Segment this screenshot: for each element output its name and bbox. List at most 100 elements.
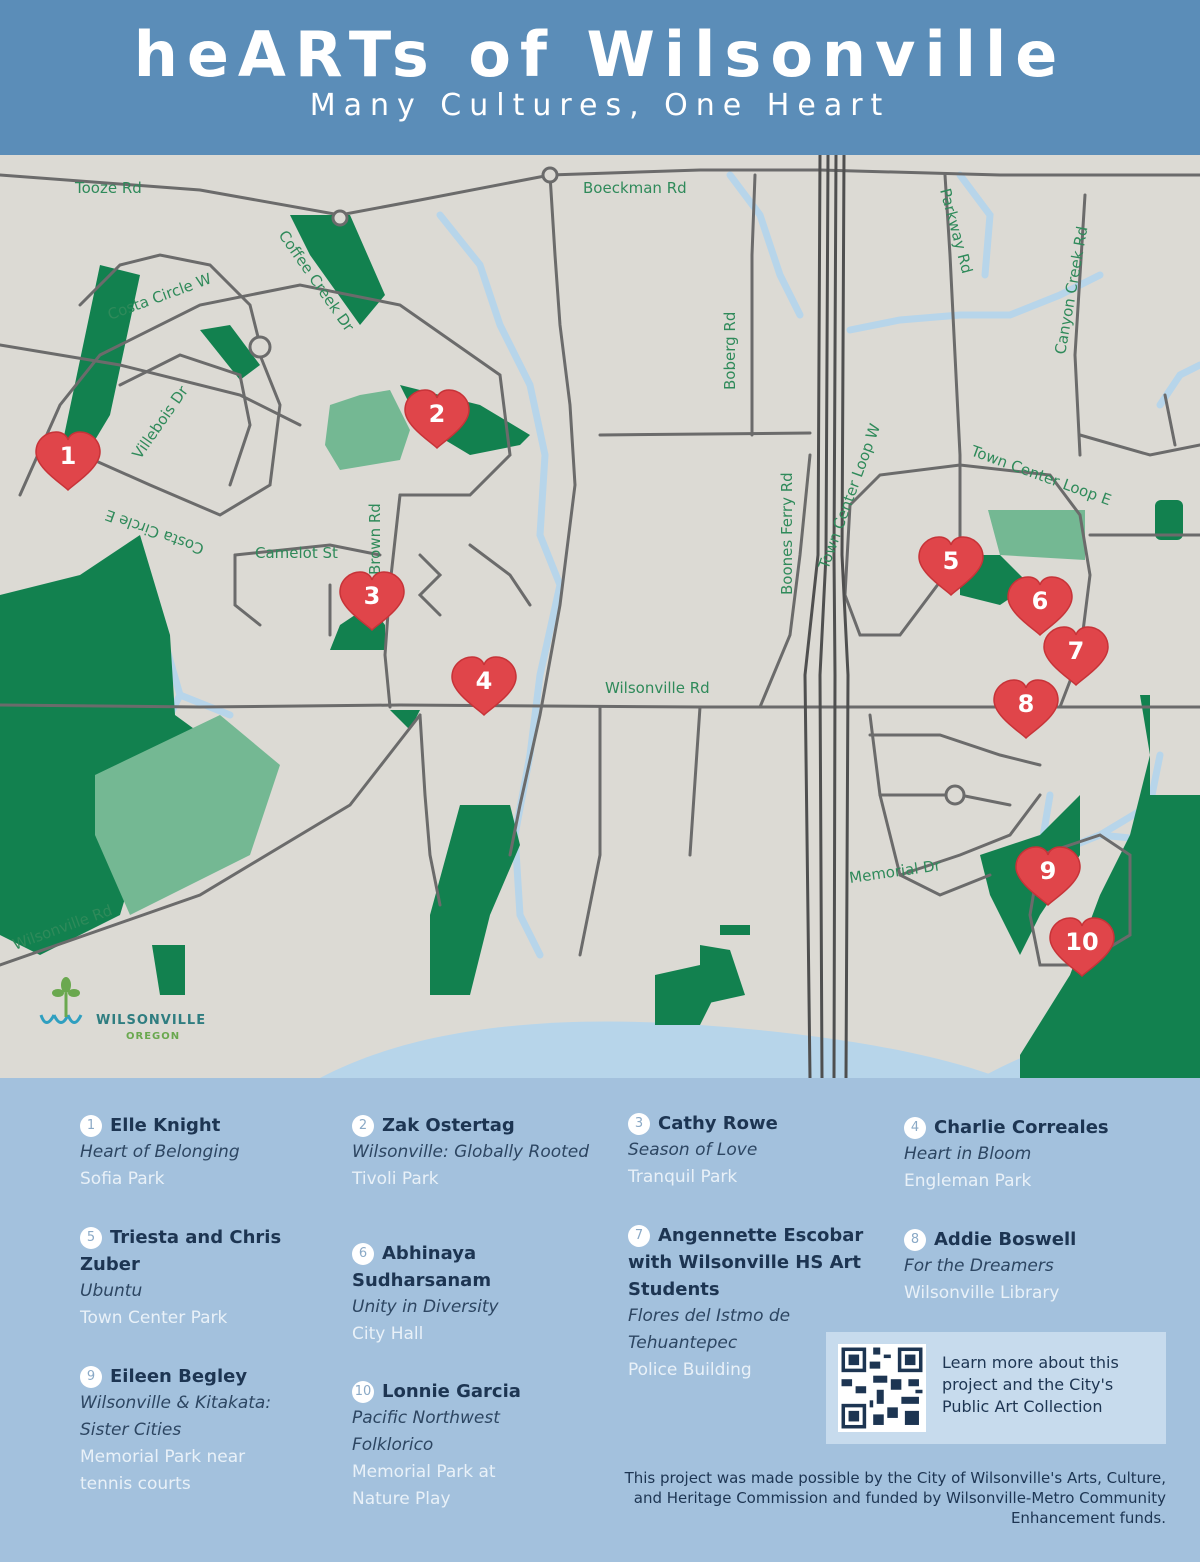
artist-name: Abhinaya Sudharsanam xyxy=(352,1243,492,1291)
heart-marker-1[interactable]: 1 xyxy=(35,431,101,491)
legend-panel: 1 Elle Knight Heart of Belonging Sofia Pa… xyxy=(0,1078,1200,1562)
artwork-location: Town Center Park xyxy=(80,1308,228,1328)
heart-number: 8 xyxy=(1018,690,1035,718)
heart-number: 2 xyxy=(429,400,446,428)
number-badge: 2 xyxy=(352,1115,374,1137)
number-badge: 7 xyxy=(628,1225,650,1247)
artwork-location: Memorial Park at Nature Play xyxy=(352,1462,496,1509)
page-title: heARTs of Wilsonville xyxy=(133,18,1067,91)
map-canvas: Tooze Rd Boeckman Rd Parkway Rd Canyon C… xyxy=(0,155,1200,1078)
parks xyxy=(0,215,1200,1078)
heart-marker-3[interactable]: 3 xyxy=(339,571,405,631)
artwork-location: City Hall xyxy=(352,1324,424,1344)
label-camelot-st: Camelot St xyxy=(255,544,338,562)
artist-name: Cathy Rowe xyxy=(658,1113,778,1134)
legend-entry-8[interactable]: 8 Addie Boswell For the Dreamers Wilsonvi… xyxy=(904,1226,1144,1307)
legend-artist-9: 9 Eileen Begley xyxy=(80,1363,290,1390)
city-logo: WILSONVILLE OREGON xyxy=(36,975,236,1055)
label-parkway-rd: Parkway Rd xyxy=(936,186,976,275)
freeway xyxy=(803,155,850,1078)
artist-name: Addie Boswell xyxy=(934,1229,1077,1250)
qr-code[interactable] xyxy=(838,1344,926,1432)
qr-caption: Learn more about this project and the Ci… xyxy=(942,1353,1119,1416)
heart-number: 1 xyxy=(60,442,77,470)
number-badge: 5 xyxy=(80,1227,102,1249)
number-badge: 8 xyxy=(904,1229,926,1251)
artwork-location: Police Building xyxy=(628,1360,752,1380)
heart-marker-9[interactable]: 9 xyxy=(1015,846,1081,906)
label-boeckman-rd: Boeckman Rd xyxy=(583,179,687,197)
artist-name: Triesta and Chris Zuber xyxy=(80,1227,282,1275)
qr-info-box[interactable]: Learn more about this project and the Ci… xyxy=(826,1332,1166,1444)
artist-name: Charlie Correales xyxy=(934,1117,1109,1138)
heart-marker-5[interactable]: 5 xyxy=(918,536,984,596)
heart-marker-7[interactable]: 7 xyxy=(1043,626,1109,686)
label-brown-rd: Brown Rd xyxy=(366,503,384,575)
heart-number: 5 xyxy=(943,547,960,575)
artwork-title: Wilsonville: Globally Rooted xyxy=(352,1142,590,1162)
artist-name: Elle Knight xyxy=(110,1115,221,1136)
legend-entry-9[interactable]: 9 Eileen Begley Wilsonville & Kitakata: S… xyxy=(80,1363,290,1498)
artwork-location: Sofia Park xyxy=(80,1169,165,1189)
heart-marker-6[interactable]: 6 xyxy=(1007,576,1073,636)
artist-name: Angennette Escobar with Wilsonville HS A… xyxy=(628,1225,864,1300)
artwork-title: Pacific Northwest Folklorico xyxy=(352,1408,500,1455)
header-banner: heARTs of Wilsonville Many Cultures, One… xyxy=(0,0,1200,155)
artwork-title: Ubuntu xyxy=(80,1281,143,1301)
artwork-location: Wilsonville Library xyxy=(904,1283,1060,1303)
heart-number: 7 xyxy=(1068,637,1085,665)
heart-number: 6 xyxy=(1032,587,1049,615)
artist-name: Lonnie Garcia xyxy=(382,1381,521,1402)
legend-artist-1: 1 Elle Knight xyxy=(80,1112,340,1139)
legend-entry-2[interactable]: 2 Zak Ostertag Wilsonville: Globally Root… xyxy=(352,1112,592,1193)
legend-artist-8: 8 Addie Boswell xyxy=(904,1226,1144,1253)
legend-entry-4[interactable]: 4 Charlie Correales Heart in Bloom Englem… xyxy=(904,1114,1144,1195)
page-subtitle: Many Cultures, One Heart xyxy=(309,88,891,123)
artist-name: Zak Ostertag xyxy=(382,1115,515,1136)
label-town-center-loop-e: Town Center Loop E xyxy=(968,442,1114,510)
logo-state: OREGON xyxy=(126,1031,181,1042)
artwork-title: Unity in Diversity xyxy=(352,1297,499,1317)
legend-artist-4: 4 Charlie Correales xyxy=(904,1114,1144,1141)
logo-wordmark: WILSONVILLE xyxy=(96,1013,207,1028)
artist-name: Eileen Begley xyxy=(110,1366,248,1387)
heart-marker-4[interactable]: 4 xyxy=(451,656,517,716)
number-badge: 6 xyxy=(352,1243,374,1265)
logo-emblem xyxy=(39,977,83,1024)
heart-marker-2[interactable]: 2 xyxy=(404,389,470,449)
heart-marker-8[interactable]: 8 xyxy=(993,679,1059,739)
artwork-title: Heart of Belonging xyxy=(80,1142,240,1162)
number-badge: 1 xyxy=(80,1115,102,1137)
artwork-title: Wilsonville & Kitakata: Sister Cities xyxy=(80,1393,272,1440)
artwork-title: Heart in Bloom xyxy=(904,1144,1032,1164)
artwork-title: For the Dreamers xyxy=(904,1256,1054,1276)
heart-marker-10[interactable]: 10 xyxy=(1049,917,1115,977)
artwork-location: Tivoli Park xyxy=(352,1169,439,1189)
legend-artist-2: 2 Zak Ostertag xyxy=(352,1112,592,1139)
heart-number: 3 xyxy=(364,582,381,610)
artwork-title: Season of Love xyxy=(628,1140,758,1160)
artwork-location: Engleman Park xyxy=(904,1171,1032,1191)
artwork-title: Flores del Istmo de Tehuantepec xyxy=(628,1306,791,1353)
label-tooze-rd: Tooze Rd xyxy=(74,179,142,197)
heart-number: 4 xyxy=(476,667,493,695)
legend-entry-1[interactable]: 1 Elle Knight Heart of Belonging Sofia Pa… xyxy=(80,1112,340,1193)
credits-text: This project was made possible by the Ci… xyxy=(624,1469,1166,1527)
river xyxy=(320,1021,1000,1078)
roundabouts xyxy=(248,166,966,806)
map-area[interactable]: Tooze Rd Boeckman Rd Parkway Rd Canyon C… xyxy=(0,155,1200,1078)
label-wilsonville-rd: Wilsonville Rd xyxy=(605,679,710,697)
heart-number: 9 xyxy=(1040,857,1057,885)
number-badge: 9 xyxy=(80,1366,102,1388)
number-badge: 4 xyxy=(904,1117,926,1139)
label-boberg-rd: Boberg Rd xyxy=(721,312,739,390)
artwork-location: Memorial Park near tennis courts xyxy=(80,1447,246,1494)
